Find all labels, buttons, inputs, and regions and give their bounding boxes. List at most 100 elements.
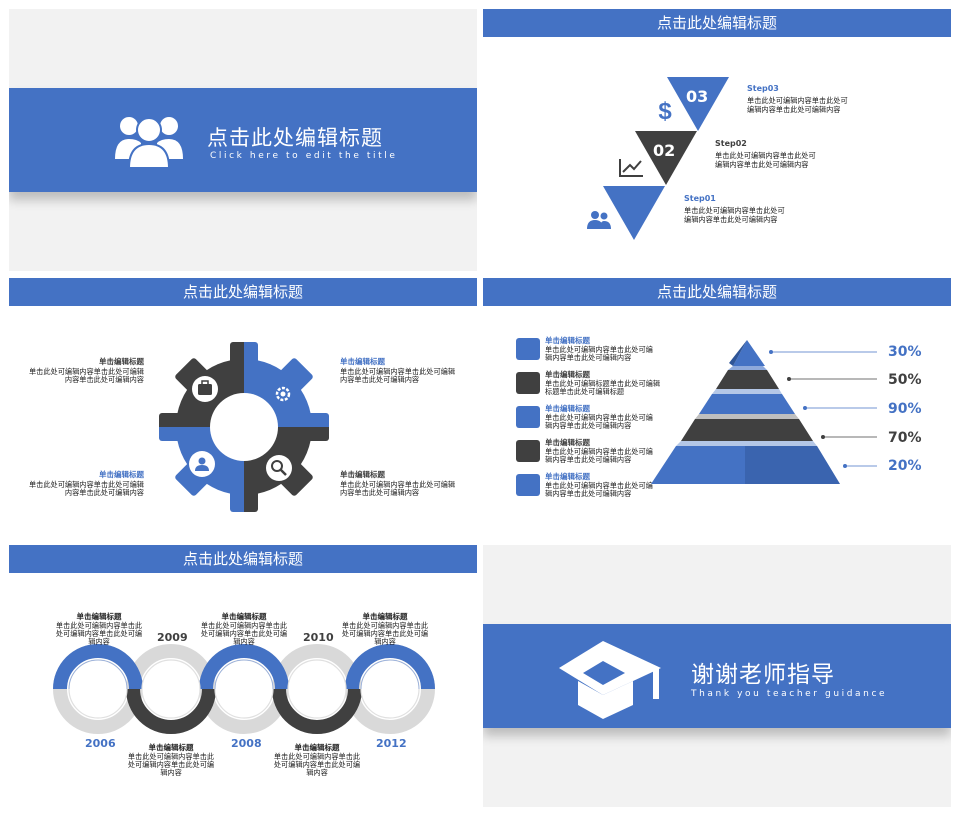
legend-square-1 xyxy=(516,338,540,360)
legend-square-2 xyxy=(516,372,540,394)
gear-item4-title[interactable]: 单击编辑标题 xyxy=(340,470,385,479)
legend-square-5 xyxy=(516,474,540,496)
step02-text1[interactable]: 单击此处可编辑内容单击此处可 xyxy=(715,151,816,160)
thanks-title[interactable]: 谢谢老师指导 xyxy=(691,662,835,688)
timeline-bottom2-l2[interactable]: 处可编辑内容单击此处可编 xyxy=(273,760,361,769)
gear-item4-line2[interactable]: 内容单击此处可编辑内容 xyxy=(340,488,420,497)
pyr-item4-title[interactable]: 单击编辑标题 xyxy=(545,438,590,447)
percent-4[interactable]: 70% xyxy=(888,430,922,446)
timeline-top2-l2[interactable]: 处可编辑内容单击此处可编 xyxy=(200,629,288,638)
step03-label[interactable]: Step03 xyxy=(747,84,779,93)
percent-3[interactable]: 90% xyxy=(888,401,922,417)
slide-cover[interactable]: 点击此处编辑标题 Click here to edit the title xyxy=(9,9,477,271)
pyr-item5-line1[interactable]: 单击此处可编辑内容单击此处可编 xyxy=(545,481,653,490)
pyr-item3-title[interactable]: 单击编辑标题 xyxy=(545,404,590,413)
step01-number: 01 xyxy=(684,187,707,206)
pyr-item4-line2[interactable]: 辑内容单击此处可编辑内容 xyxy=(545,455,632,464)
search-icon xyxy=(266,455,292,481)
gear-graphic xyxy=(159,342,329,512)
pyr-item2-line2[interactable]: 标题单击此处可编辑标题 xyxy=(545,387,625,396)
slide-thanks[interactable]: 谢谢老师指导 Thank you teacher guidance xyxy=(483,545,951,807)
users-icon xyxy=(587,211,611,229)
gear-item2-line1[interactable]: 单击此处可编辑内容单击此处可编辑 xyxy=(340,367,456,376)
step01-text2[interactable]: 编辑内容单击此处可编辑内容 xyxy=(684,215,778,224)
gear-item1-line1[interactable]: 单击此处可编辑内容单击此处可编辑 xyxy=(28,367,144,376)
year-2010[interactable]: 2010 xyxy=(303,631,334,644)
slide-gear[interactable]: 点击此处编辑标题 xyxy=(9,278,477,540)
pyr-item1-title[interactable]: 单击编辑标题 xyxy=(545,336,590,345)
timeline-bottom2-title[interactable]: 单击编辑标题 xyxy=(294,743,340,752)
pyr-item5-line2[interactable]: 辑内容单击此处可编辑内容 xyxy=(545,489,632,498)
gear-item1-line2[interactable]: 内容单击此处可编辑内容 xyxy=(64,375,144,384)
timeline-bottom1-title[interactable]: 单击编辑标题 xyxy=(148,743,194,752)
timeline-top3-l1[interactable]: 单击此处可编辑内容单击此 xyxy=(341,621,429,630)
timeline-top2-l3[interactable]: 辑内容 xyxy=(233,637,255,646)
graduation-cap-icon xyxy=(559,641,661,719)
percent-1[interactable]: 30% xyxy=(888,344,922,360)
slide-steps[interactable]: 点击此处编辑标题 $ 01 02 03 Step03 单击此处可编辑内容单击此处… xyxy=(483,9,951,271)
timeline-top3-title[interactable]: 单击编辑标题 xyxy=(362,612,408,621)
timeline-graphic xyxy=(53,644,435,734)
steps-graphic: $ xyxy=(587,77,729,240)
percent-2[interactable]: 50% xyxy=(888,372,922,388)
timeline-top1-l1[interactable]: 单击此处可编辑内容单击此 xyxy=(55,621,143,630)
pyr-item2-line1[interactable]: 单击此处可编辑标题单击此处可编辑 xyxy=(545,379,661,388)
pyr-item4-line1[interactable]: 单击此处可编辑内容单击此处可编 xyxy=(545,447,653,456)
timeline-top1-l2[interactable]: 处可编辑内容单击此处可编 xyxy=(55,629,143,638)
timeline-top2-title[interactable]: 单击编辑标题 xyxy=(221,612,267,621)
timeline-bottom2-l3[interactable]: 辑内容 xyxy=(306,768,328,777)
slide-title-bar[interactable]: 点击此处编辑标题 xyxy=(9,545,477,573)
pyr-item3-line1[interactable]: 单击此处可编辑内容单击此处可编 xyxy=(545,413,653,422)
year-2012[interactable]: 2012 xyxy=(376,737,407,750)
slide-timeline[interactable]: 点击此处编辑标题 20 xyxy=(9,545,477,807)
step01-triangle xyxy=(603,186,665,240)
slide-title-bar[interactable]: 点击此处编辑标题 xyxy=(483,9,951,37)
timeline-top1-l3[interactable]: 辑内容 xyxy=(88,637,110,646)
step01-text1[interactable]: 单击此处可编辑内容单击此处可 xyxy=(684,206,785,215)
gear-item1-title[interactable]: 单击编辑标题 xyxy=(99,357,144,366)
percent-5[interactable]: 20% xyxy=(888,458,922,474)
cover-title[interactable]: 点击此处编辑标题 xyxy=(207,126,383,150)
cover-subtitle[interactable]: Click here to edit the title xyxy=(210,151,398,161)
slide-title-bar[interactable]: 点击此处编辑标题 xyxy=(9,278,477,306)
timeline-top3-l3[interactable]: 辑内容 xyxy=(374,637,396,646)
step02-triangle xyxy=(635,131,697,185)
step02-text2[interactable]: 编辑内容单击此处可编辑内容 xyxy=(715,160,809,169)
gear-item3-line2[interactable]: 内容单击此处可编辑内容 xyxy=(64,488,144,497)
step03-text2[interactable]: 编辑内容单击此处可编辑内容 xyxy=(747,105,841,114)
pyr-item2-title[interactable]: 单击编辑标题 xyxy=(545,370,590,379)
pyr-item5-title[interactable]: 单击编辑标题 xyxy=(545,472,590,481)
gear-item3-line1[interactable]: 单击此处可编辑内容单击此处可编辑 xyxy=(28,480,144,489)
timeline-bottom1-l3[interactable]: 辑内容 xyxy=(160,768,182,777)
timeline-top3-l2[interactable]: 处可编辑内容单击此处可编 xyxy=(341,629,429,638)
gear-item4-line1[interactable]: 单击此处可编辑内容单击此处可编辑 xyxy=(340,480,456,489)
slide-pyramid[interactable]: 点击此处编辑标题 单击编辑标题 单击此处可编辑内容单击此处可编 辑内容单击此处可… xyxy=(483,278,951,540)
gear-item2-line2[interactable]: 内容单击此处可编辑内容 xyxy=(340,375,420,384)
title-band xyxy=(9,88,477,192)
pyr-item1-line1[interactable]: 单击此处可编辑内容单击此处可编 xyxy=(545,345,653,354)
year-2006[interactable]: 2006 xyxy=(85,737,116,750)
pyr-item1-line2[interactable]: 辑内容单击此处可编辑内容 xyxy=(545,353,632,362)
thanks-subtitle[interactable]: Thank you teacher guidance xyxy=(691,689,888,699)
step02-label[interactable]: Step02 xyxy=(715,139,747,148)
legend-square-3 xyxy=(516,406,540,428)
step01-label[interactable]: Step01 xyxy=(684,194,716,203)
gear-item3-title[interactable]: 单击编辑标题 xyxy=(99,470,144,479)
legend-square-4 xyxy=(516,440,540,462)
gear-item2-title[interactable]: 单击编辑标题 xyxy=(340,357,385,366)
timeline-bottom1-l1[interactable]: 单击此处可编辑内容单击此 xyxy=(127,752,215,761)
step03-triangle xyxy=(667,77,729,131)
pyramid-graphic xyxy=(651,340,877,484)
step03-text1[interactable]: 单击此处可编辑内容单击此处可 xyxy=(747,96,848,105)
timeline-top1-title[interactable]: 单击编辑标题 xyxy=(76,612,122,621)
pointer-lines xyxy=(769,350,877,468)
users-icon xyxy=(115,117,183,169)
pyr-item3-line2[interactable]: 辑内容单击此处可编辑内容 xyxy=(545,421,632,430)
year-2008[interactable]: 2008 xyxy=(231,737,262,750)
timeline-top2-l1[interactable]: 单击此处可编辑内容单击此 xyxy=(200,621,288,630)
timeline-bottom1-l2[interactable]: 处可编辑内容单击此处可编 xyxy=(127,760,215,769)
timeline-bottom2-l1[interactable]: 单击此处可编辑内容单击此 xyxy=(273,752,361,761)
slide-title-bar[interactable]: 点击此处编辑标题 xyxy=(483,278,951,306)
dollar-icon: $ xyxy=(658,98,672,125)
year-2009[interactable]: 2009 xyxy=(157,631,188,644)
